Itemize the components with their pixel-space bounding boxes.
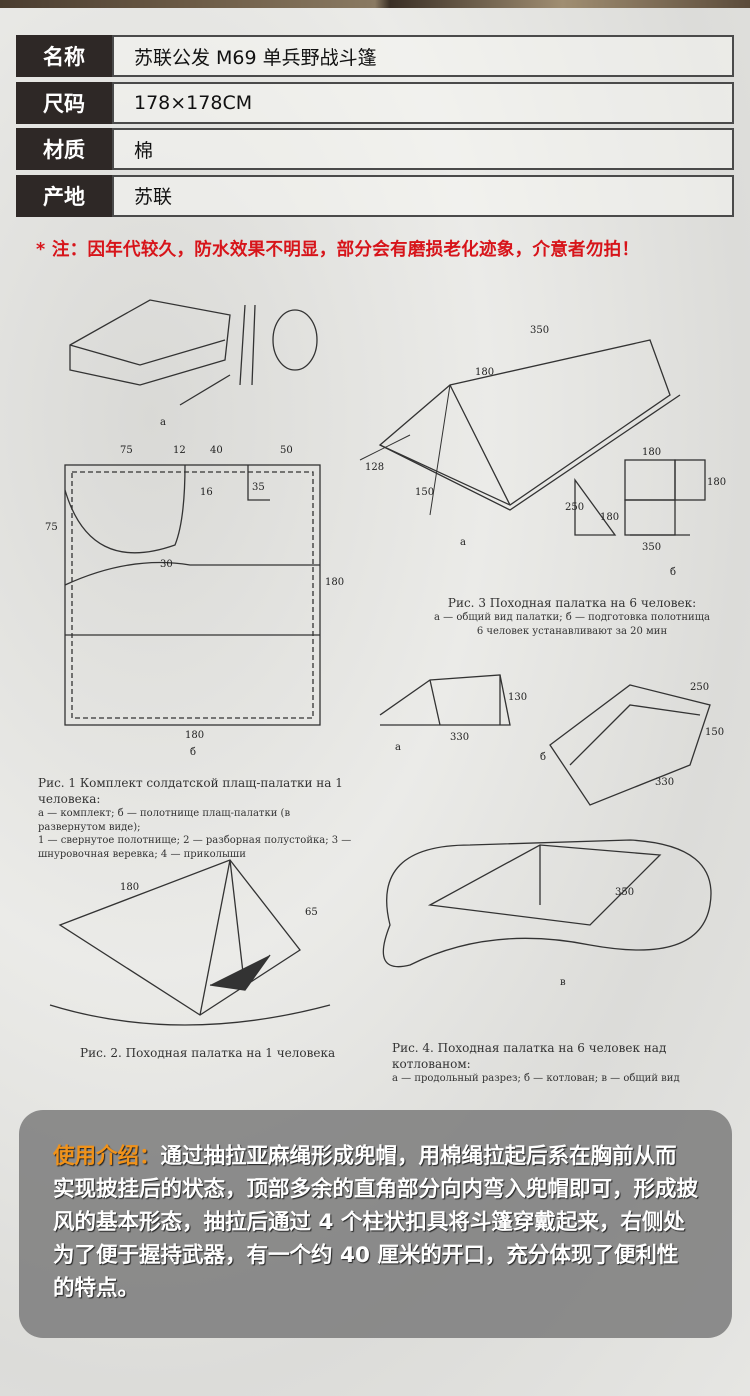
letter-label: а <box>160 417 166 428</box>
dim-label: 180 <box>707 477 726 488</box>
product-photo-strip <box>0 0 750 8</box>
dim-label: 350 <box>642 542 661 553</box>
dim-label: 150 <box>415 487 434 498</box>
spec-key: 尺码 <box>16 81 112 124</box>
spec-value: 苏联 <box>112 174 734 217</box>
caption-title: Рис. 4. Походная палатка на 6 человек на… <box>392 1041 667 1072</box>
dim-label: 250 <box>690 682 709 693</box>
dim-label: 35 <box>252 482 265 493</box>
caption-title: Рис. 2. Походная палатка на 1 человека <box>80 1046 336 1060</box>
dim-label: 75 <box>120 445 133 456</box>
spec-row-origin: 产地苏联 <box>16 174 734 217</box>
usage-description: 使用介绍：通过抽拉亚麻绳形成兜帽，用棉绳拉起后系在胸前从而实现披挂后的状态，顶部… <box>19 1110 732 1338</box>
spec-value: 178×178CM <box>112 81 734 124</box>
dim-label: 180 <box>642 447 661 458</box>
dim-label: 350 <box>615 887 634 898</box>
caption-legend: 6 человек устанавливают за 20 мин <box>476 625 668 637</box>
fig3-caption: Рис. 3 Походная палатка на 6 человек: а … <box>422 595 722 638</box>
spec-value: 棉 <box>112 128 734 170</box>
fig4-caption: Рис. 4. Походная палатка на 6 человек на… <box>392 1040 722 1086</box>
fig1a-kit-drawing <box>69 299 318 406</box>
dim-label: 150 <box>705 727 724 738</box>
spec-key: 材质 <box>16 128 112 170</box>
fig4b-pit-drawing <box>549 684 711 806</box>
fig1-caption: Рис. 1 Комплект солдатской плащ-палатки … <box>38 775 358 861</box>
dim-label: 30 <box>160 559 173 570</box>
dim-label: 65 <box>305 907 318 918</box>
dim-label: 16 <box>200 487 213 498</box>
dim-label: 12 <box>173 445 186 456</box>
dim-label: 128 <box>365 462 384 473</box>
fig4a-section-drawing <box>379 674 511 726</box>
usage-text: 通过抽拉亚麻绳形成兜帽，用棉绳拉起后系在胸前从而实现披挂后的状态，顶部多余的直角… <box>53 1144 699 1301</box>
dim-label: 130 <box>508 692 527 703</box>
spec-key: 产地 <box>16 174 112 217</box>
dim-label: 330 <box>655 777 674 788</box>
usage-label: 使用介绍： <box>53 1144 161 1169</box>
dim-label: 250 <box>565 502 584 513</box>
warning-note: * 注：因年代较久，防水效果不明显，部分会有磨损老化迹象，介意者勿拍！ <box>36 240 640 260</box>
fig1b-sheet-drawing <box>64 464 321 726</box>
caption-title: Рис. 1 Комплект солдатской плащ-палатки … <box>38 776 343 807</box>
letter-label: в <box>560 977 566 988</box>
dim-label: 330 <box>450 732 469 743</box>
dim-label: 180 <box>475 367 494 378</box>
fig4c-tent-drawing <box>382 839 712 968</box>
caption-title: Рис. 3 Походная палатка на 6 человек: <box>447 596 697 610</box>
dim-label: 350 <box>530 325 549 336</box>
caption-legend: 1 — свернутое полотнище; 2 — разборная п… <box>38 835 352 860</box>
dim-label: 180 <box>325 577 344 588</box>
spec-key: 名称 <box>16 35 112 77</box>
dim-label: 50 <box>280 445 293 456</box>
fig3b-panels-drawing <box>574 459 706 536</box>
dim-label: 180 <box>600 512 619 523</box>
letter-label: б <box>540 752 546 763</box>
letter-label: а <box>395 742 401 753</box>
diagram-drawings: 75 12 40 50 75 16 35 30 180 180 а б 180 … <box>45 299 726 1026</box>
spec-value: 苏联公发 M69 单兵野战斗篷 <box>112 35 734 77</box>
technical-diagrams: 75 12 40 50 75 16 35 30 180 180 а б 180 … <box>30 285 730 1085</box>
caption-legend: а — комплект; б — полотнище плащ-палатки… <box>38 808 291 833</box>
fig2-tent-drawing <box>49 859 331 1026</box>
fig3a-tent-drawing <box>359 339 681 516</box>
dim-label: 180 <box>185 730 204 741</box>
letter-label: а <box>460 537 466 548</box>
spec-row-material: 材质棉 <box>16 128 734 170</box>
fig2-caption: Рис. 2. Походная палатка на 1 человека <box>80 1045 335 1061</box>
letter-label: б <box>190 747 196 758</box>
letter-label: б <box>670 567 676 578</box>
dim-label: 180 <box>120 882 139 893</box>
caption-legend: а — продольный разрез; б — котлован; в —… <box>392 1073 680 1085</box>
dim-label: 40 <box>210 445 223 456</box>
spec-row-name: 名称苏联公发 M69 单兵野战斗篷 <box>16 35 734 77</box>
dim-label: 75 <box>45 522 58 533</box>
caption-legend: а — общий вид палатки; б — подготовка по… <box>434 612 710 624</box>
